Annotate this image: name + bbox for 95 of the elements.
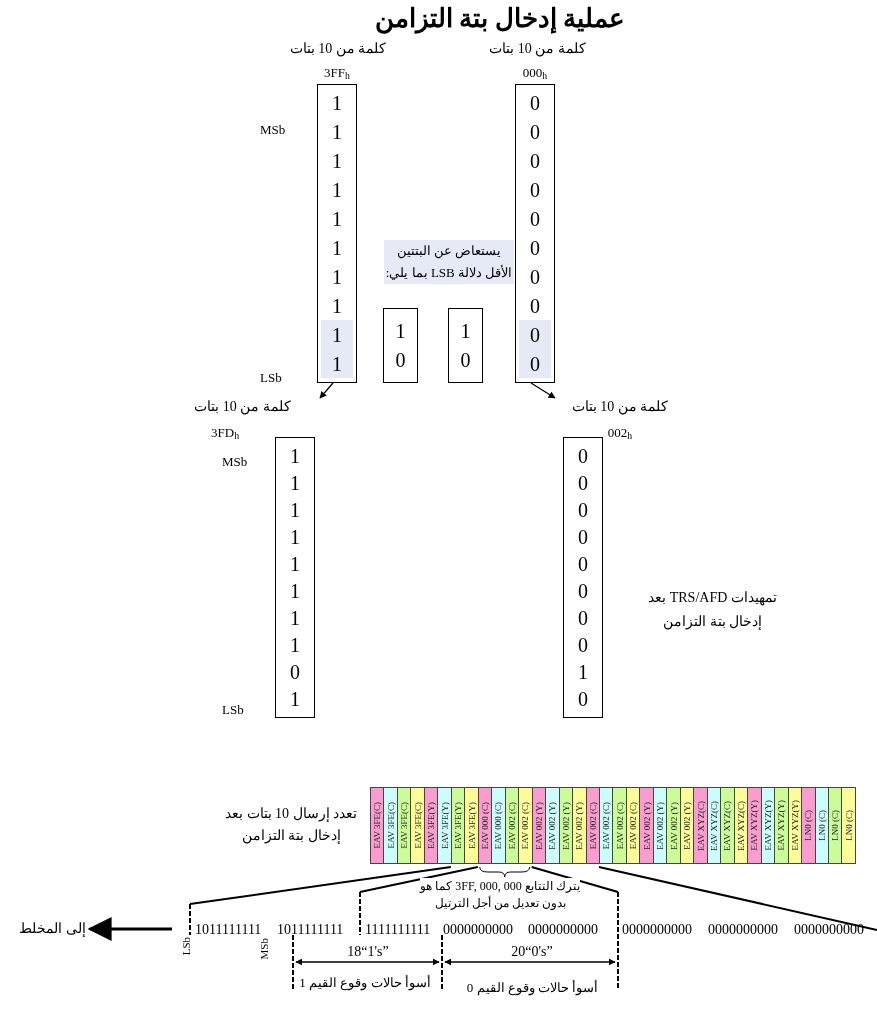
- bit-value: 0: [577, 633, 589, 659]
- multiplex-cell: EAV 002 (Y): [639, 787, 654, 864]
- note-text: أسوأ حالات وقوع القيم 1: [298, 974, 432, 993]
- bit-value: 0: [529, 264, 541, 290]
- note-text: 20“0's”: [510, 943, 554, 961]
- bit-value: 1: [289, 633, 301, 659]
- note-text: تعدد إرسال 10 بتات بعد إدخال بتة التزامن: [225, 805, 357, 846]
- multiplex-cell: EAV 3FE(Y): [464, 787, 479, 864]
- note-text: 0000000000: [528, 921, 599, 939]
- multiplex-cell: LN0 (C): [841, 787, 856, 864]
- note-text: 1011111111: [277, 921, 345, 939]
- arrow: [530, 382, 556, 399]
- multiplex-cell: LN0 (C): [801, 787, 816, 864]
- hex-value: 000$_{h}$: [521, 64, 549, 82]
- hex-value: 3FF$_{h}$: [323, 64, 351, 82]
- bit-value: 0: [577, 470, 589, 496]
- multiplex-cell: EAV 002 (Y): [545, 787, 560, 864]
- bit-value: 0: [519, 320, 551, 350]
- bit-value: 0: [519, 349, 551, 379]
- note-text: 18“1's”: [346, 943, 390, 961]
- bit-value: 0: [577, 524, 589, 550]
- note-text: 1011111111: [195, 921, 263, 938]
- bit-order-label: LSb: [260, 369, 282, 387]
- bit-value: 1: [289, 470, 301, 496]
- bit-order-label: LSb: [222, 701, 244, 719]
- bit-order-label: MSb: [260, 121, 286, 139]
- multiplex-cell: EAV 002 (Y): [572, 787, 587, 864]
- arrow: [87, 917, 172, 941]
- multiplex-cell: EAV 3FE(Y): [437, 787, 452, 864]
- bit-value: 1: [331, 293, 343, 319]
- multiplex-cell: EAV 002 (Y): [666, 787, 681, 864]
- bit-value: 1: [321, 320, 353, 350]
- note-text: 0000000000: [443, 921, 514, 939]
- word-heading: كلمة من 10 بتات: [288, 40, 388, 58]
- note-text: تمهيدات TRS/AFD بعد إدخال بتة التزامن: [647, 589, 778, 632]
- bit-value: 1: [331, 149, 343, 175]
- bit-value: 1: [321, 349, 353, 379]
- bit-value: 0: [577, 579, 589, 604]
- bit-value: 0: [529, 91, 541, 117]
- bit-value: 0: [529, 207, 541, 233]
- note-text: 0000000000: [622, 921, 693, 939]
- bit-value: 0: [577, 497, 589, 523]
- bit-order-label: MSb: [258, 938, 270, 960]
- hex-value: 3FD$_{h}$: [210, 424, 240, 442]
- note-text: 1111111111: [365, 921, 432, 939]
- bit-value: 0: [529, 293, 541, 319]
- note-text: 0000000000: [794, 921, 865, 939]
- arrow: [319, 382, 334, 399]
- bit-value: 0: [577, 551, 589, 577]
- multiplex-cell: EAV XYZ(Y): [774, 787, 789, 864]
- hex-value: 002$_{h}$: [606, 424, 634, 442]
- bit-pair-box: 1 0: [448, 308, 483, 383]
- bit-value: 1: [577, 660, 589, 686]
- bit-value: 1: [289, 579, 301, 604]
- bit-value: 0: [289, 660, 301, 686]
- multiplex-cell: EAV 3FE(C): [370, 787, 385, 864]
- bit-pair-box: 1 0: [383, 308, 418, 383]
- bit-value: 0: [529, 149, 541, 175]
- multiplex-cell: EAV 002 (C): [612, 787, 627, 864]
- note-text: 0000000000: [708, 921, 779, 939]
- word-heading: كلمة من 10 بتات: [570, 398, 670, 416]
- bit-value: 1: [331, 236, 343, 261]
- note-text: يترك التتابع 3FF, 000, 000 كما هو بدون تعديل من أجل الترتيل: [420, 878, 580, 912]
- bit-value: 0: [577, 443, 589, 469]
- multiplex-cell: EAV 3FE(C): [383, 787, 398, 864]
- bit-value: 0: [529, 120, 541, 146]
- multiplex-cell: EAV XYZ(Y): [747, 787, 762, 864]
- multiplex-cell: EAV 3FE(C): [410, 787, 425, 864]
- title: عملية إدخال بتة التزامن: [373, 3, 627, 36]
- multiplex-cell: EAV XYZ(C): [693, 787, 708, 864]
- note-text: يستعاض عن البتتين الأقل دلالة LSB بما يلي:: [384, 240, 514, 284]
- destination-label: إلى المخلط: [15, 918, 90, 940]
- note-text: أسوأ حالات وقوع القيم 0: [465, 979, 600, 998]
- bit-order-label: LSb: [180, 937, 192, 956]
- bit-value: 1: [331, 120, 343, 146]
- bit-value: 1: [289, 551, 301, 577]
- bit-value: 1: [331, 91, 343, 117]
- bit-value: 1: [331, 207, 343, 233]
- bit-value: 0: [577, 606, 589, 632]
- bit-value: 0: [577, 687, 589, 713]
- bit-value: 1: [331, 178, 343, 204]
- bit-value: 0: [529, 178, 541, 204]
- word-heading: كلمة من 10 بتات: [193, 398, 292, 416]
- bit-value: 1: [289, 524, 301, 550]
- multiplex-cell: EAV 000 (C): [491, 787, 506, 864]
- bit-value: 1: [289, 497, 301, 523]
- word-heading: كلمة من 10 بتات: [488, 40, 587, 58]
- multiplex-cell: EAV 002 (C): [518, 787, 533, 864]
- bit-value: 1: [289, 606, 301, 632]
- bit-value: 1: [289, 443, 301, 469]
- bit-order-label: MSb: [222, 453, 248, 471]
- multiplex-cell: EAV XYZ(C): [720, 787, 735, 864]
- bit-value: 0: [529, 236, 541, 261]
- bit-value: 1: [331, 264, 343, 290]
- bit-value: 1: [289, 687, 301, 713]
